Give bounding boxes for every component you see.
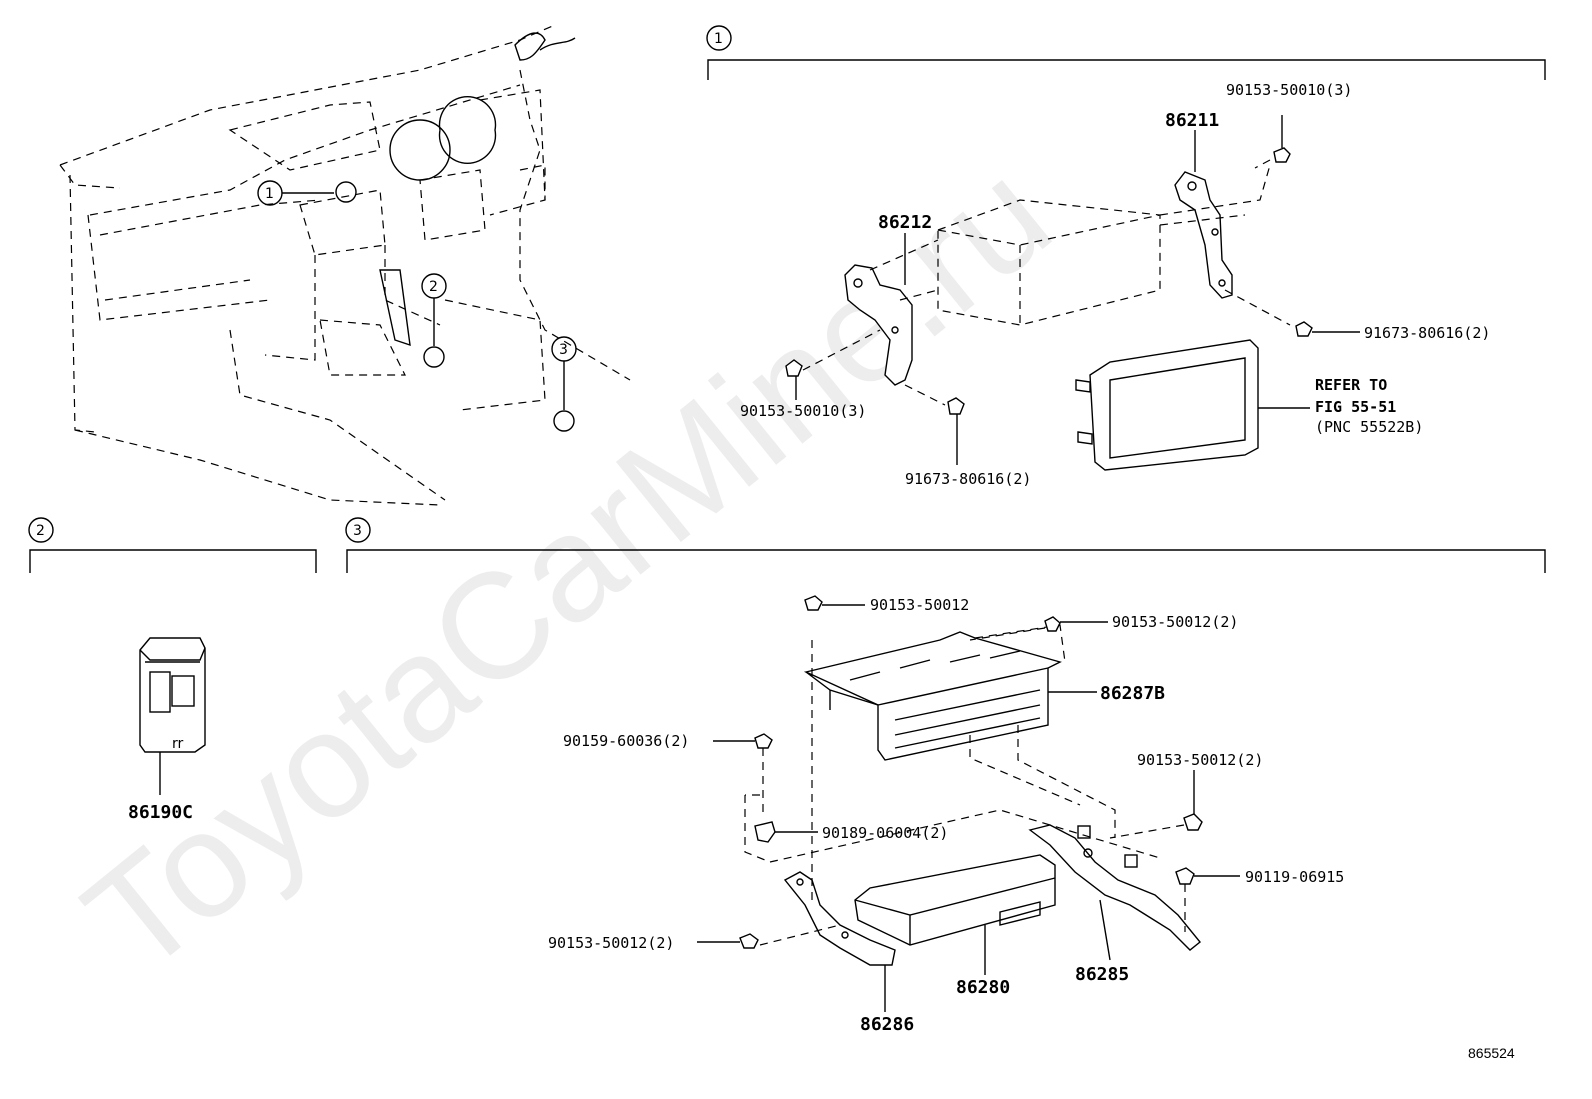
label-86286[interactable]: 86286 [860, 1014, 914, 1035]
switch-86190C[interactable]: rr [139, 637, 206, 795]
bracket-86285[interactable] [1028, 824, 1201, 951]
bolt-90153-50012-top[interactable] [804, 595, 865, 611]
display-panel[interactable] [1075, 339, 1310, 471]
bracket-86211[interactable] [1174, 171, 1233, 299]
svg-text:1: 1 [265, 186, 274, 202]
label-90153-50012-top[interactable]: 90153-50012 [870, 596, 969, 614]
label-90153-50012-left-low[interactable]: 90153-50012(2) [548, 934, 674, 952]
label-91673-80616-bottom[interactable]: 91673-80616(2) [905, 470, 1031, 488]
label-86211[interactable]: 86211 [1165, 110, 1219, 131]
bolt-90153-50010-top[interactable] [1273, 115, 1291, 163]
svg-text:2: 2 [429, 279, 438, 295]
section-3-header: 3 [345, 517, 1546, 573]
bolt-90153-50012-top-right[interactable] [1044, 616, 1108, 632]
label-90153-50010-top[interactable]: 90153-50010(3) [1226, 81, 1352, 99]
refer-note-line-3: (PNC 55522B) [1315, 418, 1423, 436]
bolt-90153-50010-left[interactable] [785, 359, 803, 400]
figure-number: 865524 [1468, 1045, 1515, 1061]
overview-callout-3[interactable]: 3 [551, 336, 577, 432]
overview-callout-1[interactable]: 1 [257, 180, 357, 206]
label-90153-50010-left[interactable]: 90153-50010(3) [740, 402, 866, 420]
label-90153-50012-right-mid[interactable]: 90153-50012(2) [1137, 751, 1263, 769]
section-2-header: 2 [28, 517, 317, 573]
label-86287B[interactable]: 86287B [1100, 683, 1165, 704]
bracket-86212[interactable] [844, 264, 913, 386]
section-1-header: 1 [706, 25, 1546, 80]
refer-note-line-2: FIG 55-51 [1315, 398, 1396, 416]
label-86190C[interactable]: 86190C [128, 802, 193, 823]
label-86212[interactable]: 86212 [878, 212, 932, 233]
screw-91673-80616-bottom[interactable] [947, 397, 965, 465]
label-90189-06004[interactable]: 90189-06004(2) [822, 824, 948, 842]
dashboard-overview [59, 24, 631, 506]
svg-text:3: 3 [353, 523, 362, 539]
radio-unit-outline [937, 199, 1161, 326]
module-86280[interactable] [854, 854, 1056, 946]
watermark: ToyotaCarMine.ru [54, 129, 1080, 1005]
bolt-90119-06915[interactable] [1175, 867, 1240, 885]
svg-text:3: 3 [559, 342, 568, 358]
svg-text:rr: rr [172, 736, 184, 752]
label-86280[interactable]: 86280 [956, 977, 1010, 998]
svg-text:1: 1 [714, 31, 723, 47]
label-91673-80616-right[interactable]: 91673-80616(2) [1364, 324, 1490, 342]
screw-90159-60036[interactable] [713, 733, 773, 749]
label-90159-60036[interactable]: 90159-60036(2) [563, 732, 689, 750]
refer-note-line-1: REFER TO [1315, 376, 1387, 394]
bolt-90153-50012-left-low[interactable] [697, 933, 759, 949]
svg-text:2: 2 [36, 523, 45, 539]
overview-callout-2[interactable]: 2 [421, 273, 447, 368]
label-90153-50012-top-right[interactable]: 90153-50012(2) [1112, 613, 1238, 631]
label-90119-06915[interactable]: 90119-06915 [1245, 868, 1344, 886]
label-86285[interactable]: 86285 [1075, 964, 1129, 985]
clip-90189-06004[interactable] [754, 821, 818, 843]
bolt-90153-50012-right-mid[interactable] [1183, 770, 1203, 831]
screw-91673-80616-right[interactable] [1295, 321, 1360, 337]
amplifier-86287B[interactable] [803, 631, 1062, 761]
